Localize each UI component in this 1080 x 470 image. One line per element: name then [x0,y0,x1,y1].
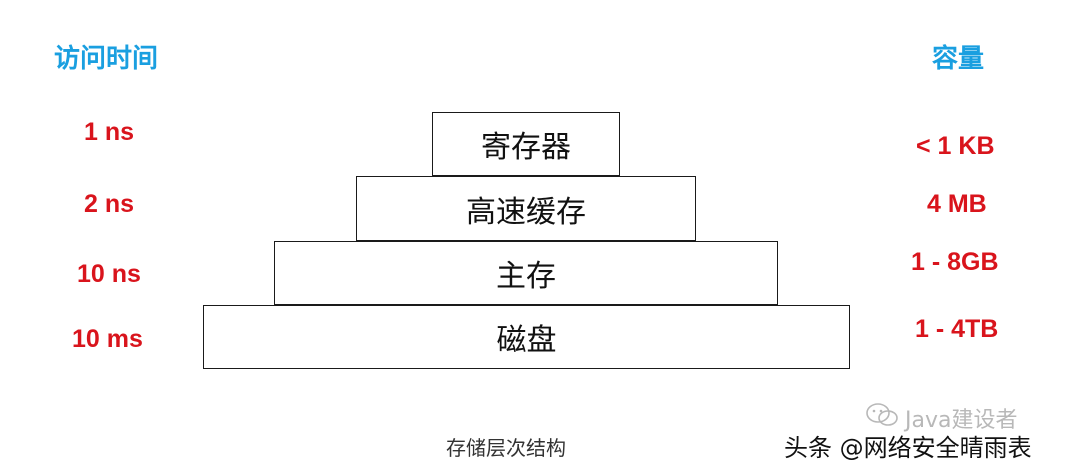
capacity-disk: 1 - 4TB [915,315,999,343]
capacity-main-memory: 1 - 8GB [911,248,999,276]
source-watermark: Java建设者 [865,402,1017,434]
capacity-header: 容量 [932,44,985,74]
access-time-cache: 2 ns [84,190,135,218]
access-time-disk: 10 ms [72,325,143,353]
level-disk-box: 磁盘 [203,305,850,369]
author-watermark: 头条 @网络安全晴雨表 [784,434,1032,462]
level-cache-box: 高速缓存 [356,176,696,241]
level-main-memory-box: 主存 [274,241,778,305]
access-time-header: 访问时间 [54,44,159,74]
capacity-cache: 4 MB [927,190,987,218]
access-time-register: 1 ns [84,118,135,146]
capacity-register: < 1 KB [916,132,995,160]
source-watermark-text: Java建设者 [905,408,1018,433]
wechat-icon [865,402,899,434]
diagram-caption: 存储层次结构 [446,436,566,460]
level-register-box: 寄存器 [432,112,620,176]
access-time-main-memory: 10 ns [77,260,141,288]
